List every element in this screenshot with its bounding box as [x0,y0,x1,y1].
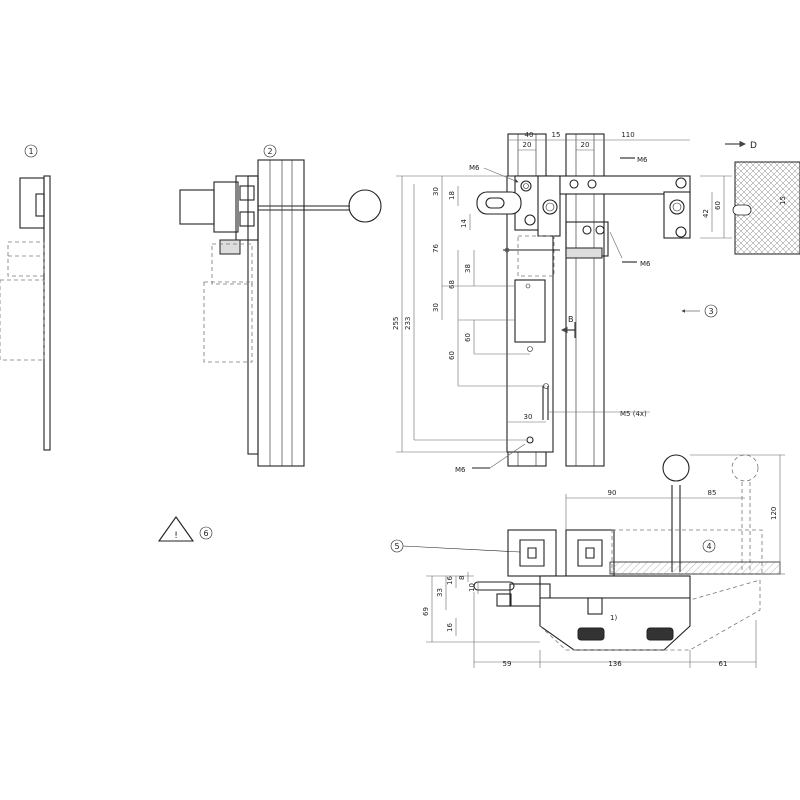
dim-8: 8 [458,576,466,580]
clamp-lower-body [539,597,691,651]
dim-60a: 60 [464,333,472,342]
view-5-label: 5 [394,542,399,551]
screw-m5: M5 (4x) [620,410,647,418]
dim-60b: 60 [448,351,456,360]
view-1: 1 [0,144,51,451]
slot-lever [476,191,522,215]
section-label-d: D [750,141,757,151]
note-1: 1) [610,614,617,622]
dim-16a: 16 [446,576,454,585]
mount-plate-v2 [247,175,259,455]
dim-18: 18 [448,191,456,200]
dim-76: 76 [432,244,440,253]
dim-30a: 30 [432,187,440,196]
view-2-marker [263,144,277,158]
view-3-marker [704,304,718,318]
view-4-label: 4 [706,542,711,551]
dim-20b: 20 [581,141,590,149]
warning-symbol: ! [174,531,178,541]
view-1-label: 1 [28,147,33,156]
dim-h30: 30 [524,413,533,421]
screw-m6-mid: M6 [640,260,651,268]
profile-section-left [507,529,557,577]
section-label-b: B [568,315,574,324]
warning-icon [157,516,195,542]
dim-110: 110 [621,131,634,139]
clamp-base [539,575,691,599]
dim-10: 10 [468,583,476,592]
dim-20a: 20 [523,141,532,149]
view-6-label: 6 [203,529,208,538]
dim-38: 38 [464,264,472,273]
dim-90: 90 [608,489,617,497]
screw-m6-top: M6 [469,164,480,172]
dim-15: 15 [552,131,561,139]
dim-30b: 30 [432,303,440,312]
screw-m6-bottom: M6 [455,466,466,474]
clamp-arm [559,175,691,195]
view-2: 2 [179,144,382,467]
dim-16b: 16 [446,623,454,632]
handle-knob [662,454,690,482]
handle-knob-v2 [348,189,382,223]
dim-40: 40 [525,131,534,139]
mount-plate-side [43,175,51,451]
dim-42: 42 [702,209,710,218]
handle-knob-open [731,454,759,482]
dim-d-15: 15 [779,196,787,205]
clamp-head-v2 [179,189,215,225]
dim-68: 68 [448,280,456,289]
clamp-body-side [19,177,45,229]
profile-rail-right [565,133,605,467]
dim-233: 233 [404,317,412,330]
dim-85: 85 [708,489,717,497]
dim-61: 61 [719,660,728,668]
view-3-label: 3 [708,307,713,316]
dim-136: 136 [608,660,622,668]
view-6-marker [199,526,213,540]
view-4-marker [702,539,716,553]
dim-69: 69 [422,607,430,616]
view-2-label: 2 [267,147,272,156]
warning-note: ! 6 [157,516,213,542]
dim-33: 33 [436,588,444,597]
dim-255: 255 [392,317,400,330]
view-3: D 15 B 3 40 15 110 20 20 255 233 30 18 [392,131,800,474]
profile-section-right [565,529,615,577]
dim-14: 14 [460,219,468,228]
pivot-bolt [542,199,558,215]
dim-120: 120 [770,507,778,520]
view-1-marker [24,144,38,158]
view-top: 1) 5 4 90 85 120 69 33 16 8 10 16 [390,454,785,668]
dim-59: 59 [503,660,512,668]
dim-60-right: 60 [714,201,722,210]
screw-m6-right: M6 [637,156,648,164]
